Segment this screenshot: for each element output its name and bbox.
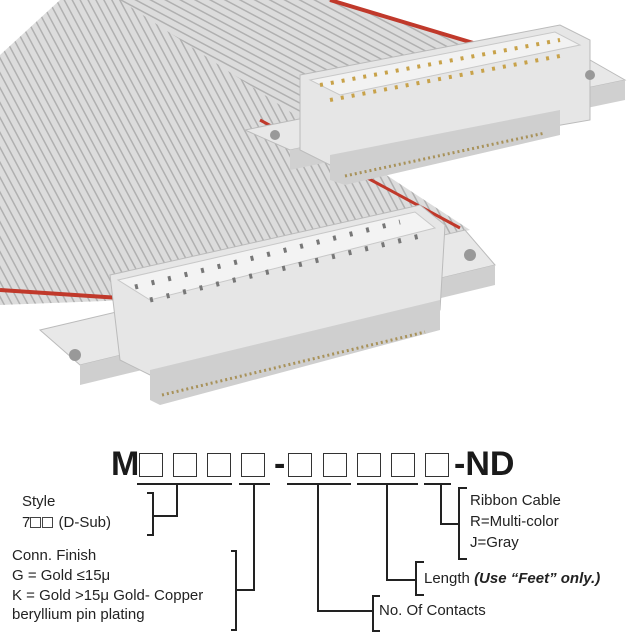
- style-title: Style: [22, 493, 56, 510]
- ribbon-cable-assembly-image: [0, 0, 627, 405]
- style-value: 7 (D-Sub): [22, 513, 111, 533]
- code-box: [425, 453, 449, 477]
- code-box: [288, 453, 312, 477]
- contacts-label: No. Of Contacts: [379, 602, 486, 619]
- code-box: [391, 453, 415, 477]
- code-box: [207, 453, 231, 477]
- code-box: [42, 517, 54, 528]
- code-box: [173, 453, 197, 477]
- finish-option-k: K = Gold >15μ Gold- Copper: [12, 587, 204, 604]
- part-number-suffix: -ND: [454, 445, 515, 483]
- finish-option-g: G = Gold ≤15μ: [12, 567, 111, 584]
- finish-title: Conn. Finish: [12, 547, 97, 564]
- code-box: [139, 453, 163, 477]
- style-value-prefix: 7: [22, 514, 31, 531]
- ribbon-option-r: R=Multi-color: [470, 513, 559, 530]
- ribbon-option-j: J=Gray: [470, 534, 519, 551]
- top-dsub-connector-male: [243, 24, 627, 185]
- style-value-suffix: (D-Sub): [58, 514, 112, 531]
- part-number-separator: -: [274, 445, 286, 483]
- finish-option-k-cont: beryllium pin plating: [12, 606, 145, 623]
- bottom-dsub-connector-female: [38, 204, 496, 405]
- ribbon-title: Ribbon Cable: [470, 492, 561, 509]
- code-box: [30, 517, 42, 528]
- length-label: Length (Use “Feet” only.): [424, 569, 600, 589]
- code-box: [357, 453, 381, 477]
- length-note: (Use “Feet” only.): [474, 570, 601, 587]
- code-box: [323, 453, 347, 477]
- code-box: [241, 453, 265, 477]
- part-number-prefix: M: [111, 445, 140, 483]
- length-text: Length: [424, 570, 470, 587]
